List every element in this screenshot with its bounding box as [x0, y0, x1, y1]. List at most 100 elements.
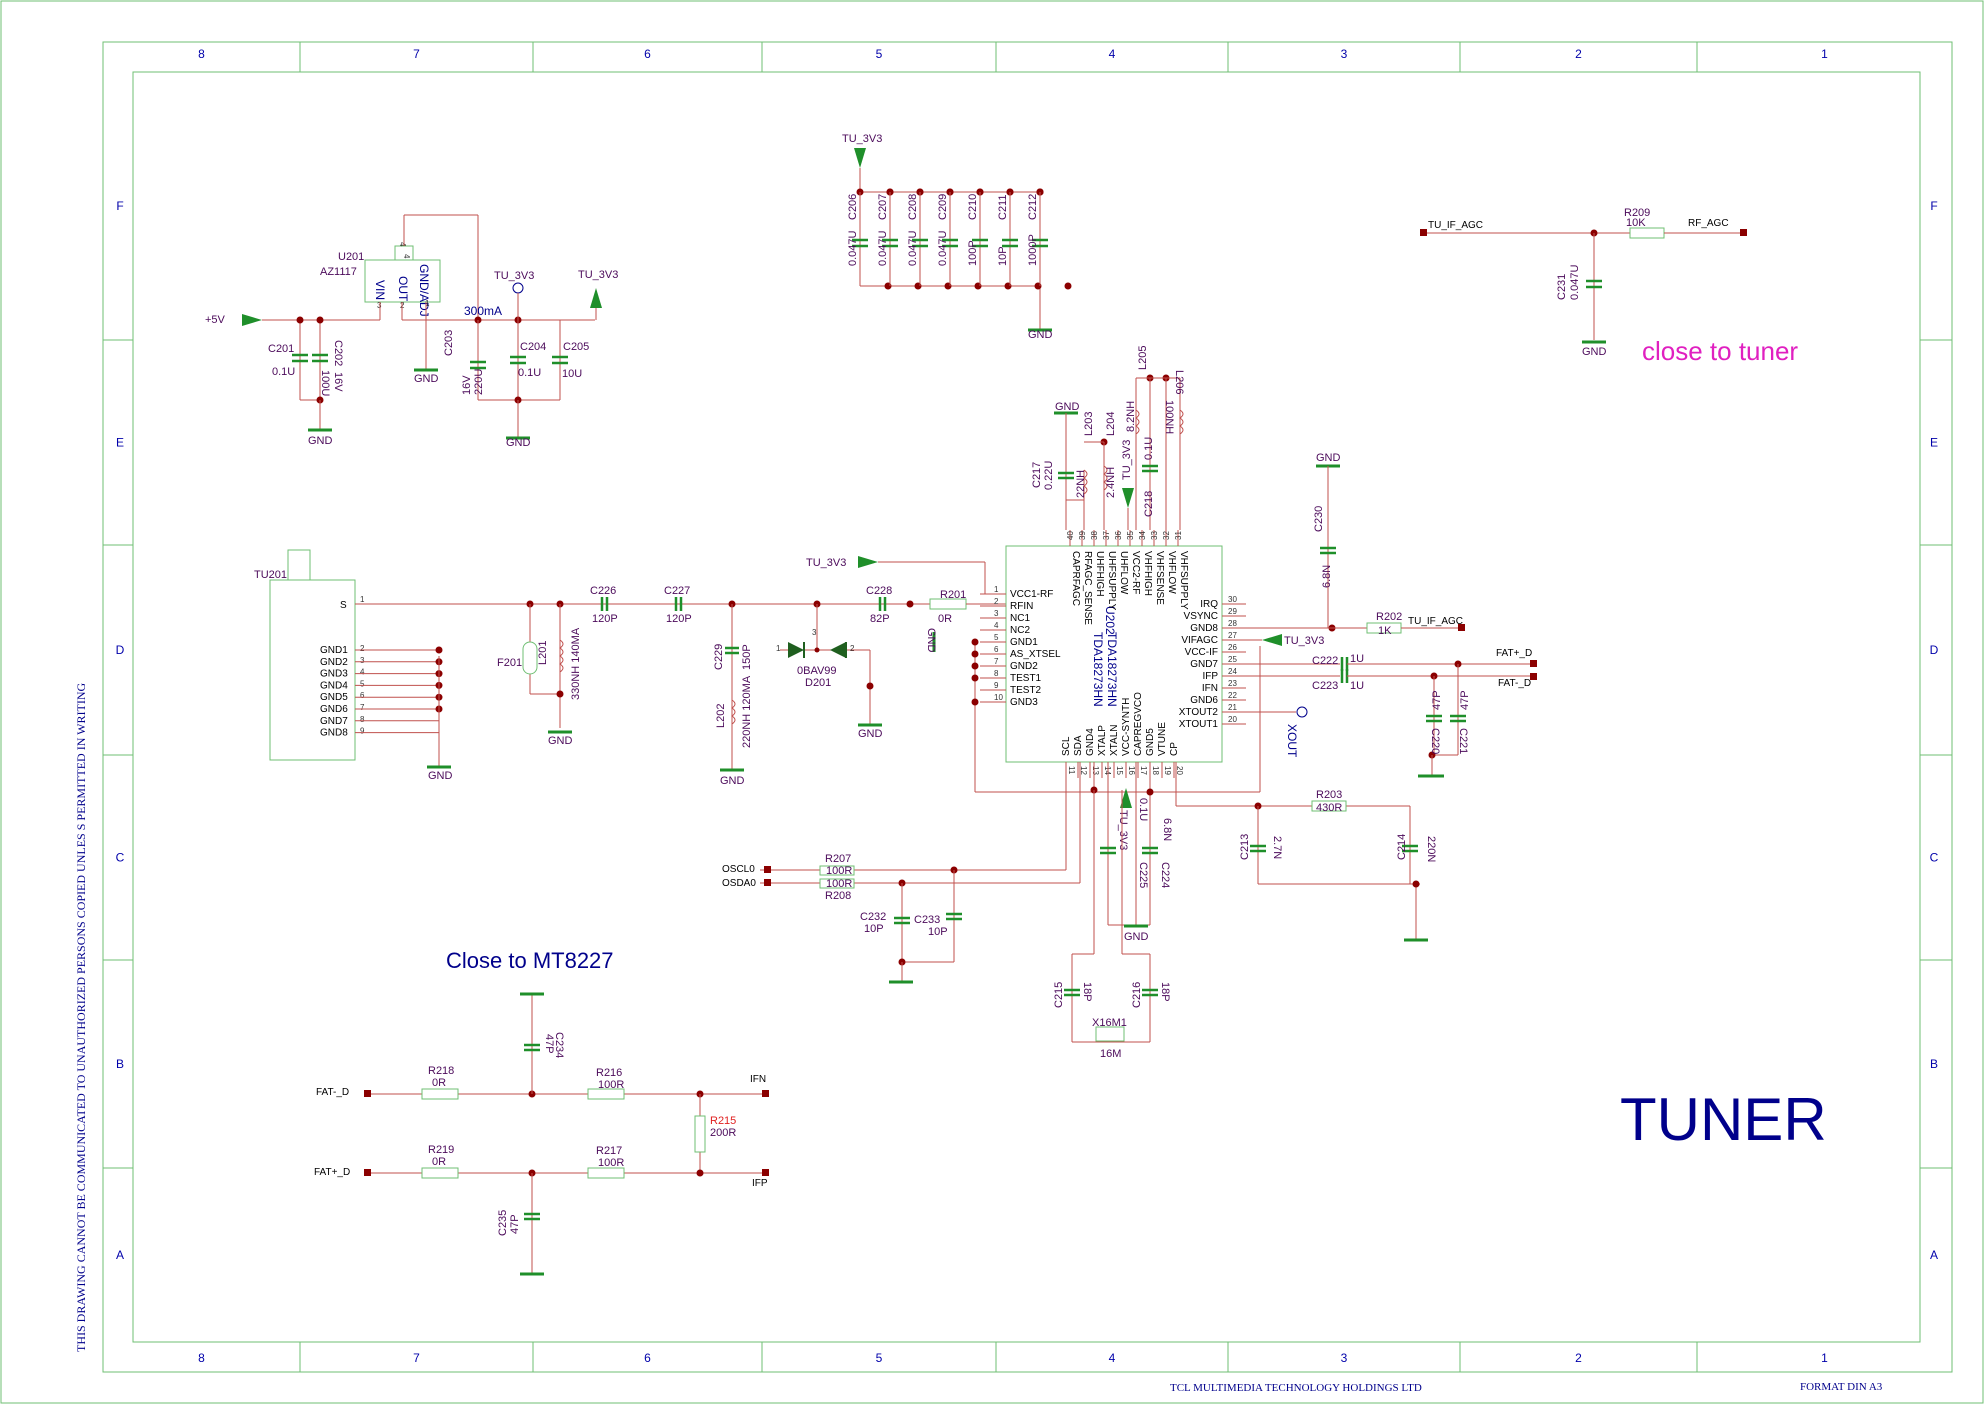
u202-pin-name: UHFLOW	[1118, 551, 1129, 595]
u202-pin-num: 7	[994, 657, 999, 666]
d201-value: 0BAV99	[797, 665, 837, 677]
r215-value: 200R	[710, 1127, 736, 1139]
u202-pin-num: 12	[1079, 766, 1088, 775]
u202-pin-num: 25	[1228, 655, 1237, 664]
c213-value: 2.7N	[1271, 836, 1283, 859]
decoupling-value: 0.047U	[877, 230, 889, 266]
r219-value: 0R	[432, 1156, 446, 1168]
u202-pin-num: 11	[1067, 766, 1076, 775]
f201-ref: F201	[497, 657, 522, 669]
net-ifn: IFN	[750, 1074, 766, 1085]
c229-ref: C229	[713, 644, 725, 670]
port-ifp[interactable]	[762, 1169, 769, 1176]
u202-pin-name: AS_XTSEL	[1010, 649, 1061, 660]
u202-pin-name: TEST1	[1010, 673, 1042, 684]
l204-value: 2.4NH	[1105, 467, 1117, 498]
c225-ref: C225	[1137, 862, 1149, 888]
port-fat-minus[interactable]	[1530, 673, 1537, 680]
tu201-pin-name: GND6	[320, 704, 348, 715]
net-tu3v3: TU_3V3	[1117, 810, 1129, 850]
u202-pin-num: 6	[994, 645, 999, 654]
test-point-icon	[512, 282, 524, 294]
power-arrow-icon	[1262, 634, 1282, 646]
r219-ref: R219	[428, 1144, 454, 1156]
net-tu3v3: TU_3V3	[1121, 440, 1133, 480]
f201-l201: F201 L201 330NH 140MA GND	[497, 600, 582, 747]
rf-input-chain: C226 120P C227 120P C228 82P R201 0R C22…	[590, 585, 1006, 787]
u202-pin-num: 31	[1174, 531, 1183, 540]
c232-value: 10P	[864, 923, 884, 935]
u202-pin-name: VSYNC	[1184, 611, 1218, 622]
decoupling-value: 10P	[997, 246, 1009, 266]
u202-bottom-passives: OSCL0 OSDA0 R207 100R 100R R208 C232 10P…	[722, 762, 1437, 1060]
power-arrow-icon	[854, 148, 866, 168]
grid-col-label: 4	[1109, 1351, 1116, 1365]
r209-value: 10K	[1626, 217, 1646, 229]
decoupling-value: 0.047U	[847, 230, 859, 266]
grid-row-label: B	[116, 1057, 124, 1071]
gnd-label: GND	[720, 775, 745, 787]
u202-pin-name: VHFSUPPLY	[1178, 551, 1189, 610]
l206-value: 100NH	[1163, 400, 1175, 434]
decoupling-ref: C209	[937, 194, 949, 220]
u202-pin-num: 8	[994, 669, 999, 678]
c205-ref: C205	[563, 341, 589, 353]
u202-pin-name: VHFHIGH	[1142, 551, 1153, 596]
net-5v: +5V	[205, 314, 226, 326]
d201-pin2: 2	[850, 644, 855, 653]
l201-value: 330NH 140MA	[570, 627, 582, 700]
c216-ref: C216	[1131, 982, 1143, 1008]
u202-pin-num: 34	[1138, 531, 1147, 540]
port-fat-minus-2[interactable]	[364, 1090, 371, 1097]
u202-pin-num: 26	[1228, 643, 1237, 652]
decoupling-ref: C207	[877, 194, 889, 220]
port-fat-plus-2[interactable]	[364, 1169, 371, 1176]
x16m1-ref: X16M1	[1092, 1017, 1127, 1029]
u201-pin1: 1	[425, 299, 430, 308]
u202-pin-name: CAPREGVCO	[1133, 692, 1144, 756]
gnd-label: GND	[414, 373, 439, 385]
r217-value: 100R	[598, 1157, 624, 1169]
u202-pin-name: VCC-SYNTH	[1121, 698, 1132, 756]
u201-adj: GND/ADJ	[417, 264, 431, 317]
u202-pin-num: 2	[994, 597, 999, 606]
net-ifp: IFP	[752, 1178, 768, 1189]
c221-value: 47P	[1459, 690, 1471, 710]
tu201-pin-num: 9	[360, 727, 365, 736]
tu201-pin-num: 4	[360, 668, 365, 677]
port-tu-if-agc-2[interactable]	[1458, 624, 1465, 631]
net-tu3v3: TU_3V3	[806, 557, 846, 569]
l203-ref: L203	[1083, 412, 1095, 436]
confidential-note: THIS DRAWING CANNOT BE COMMUNICATED TO U…	[74, 683, 88, 1352]
c234-ref: C234	[553, 1032, 565, 1058]
d201-pin3: 3	[812, 628, 817, 637]
u202-pin-num: 20	[1175, 766, 1184, 775]
port-tu-if-agc[interactable]	[1420, 229, 1427, 236]
l205-value: 8.2NH	[1125, 401, 1137, 432]
net-fat-plus-2: FAT+_D	[314, 1167, 350, 1178]
u202-pin-name: GND6	[1190, 695, 1218, 706]
port-oscl0[interactable]	[764, 866, 771, 873]
port-osda0[interactable]	[764, 879, 771, 886]
if-agc-section: TU_IF_AGC R209 10K RF_AGC C231 0.047U GN…	[1420, 207, 1747, 358]
port-rf-agc[interactable]	[1740, 229, 1747, 236]
c229-value: 150P	[741, 644, 753, 670]
zone-border	[102, 41, 1953, 1373]
decoupling-section: TU_3V3 GND C2060.047UC2070.047UC2080.047…	[842, 133, 1072, 341]
port-fat-plus[interactable]	[1530, 660, 1537, 667]
port-ifn[interactable]	[762, 1090, 769, 1097]
u202-pin-num: 24	[1228, 667, 1237, 676]
tu201-pin-name: GND1	[320, 645, 348, 656]
c226-value: 120P	[592, 613, 618, 625]
c232-ref: C232	[860, 911, 886, 923]
grid-col-label: 6	[644, 1351, 651, 1365]
u202-pin-name: IFP	[1202, 671, 1218, 682]
gnd-label: GND	[1582, 346, 1607, 358]
u202-pin-name: CP	[1169, 742, 1180, 756]
tu201-pin-name: GND3	[320, 669, 348, 680]
u202-pin-name: CAPRFAGC	[1070, 551, 1081, 606]
c201-value: 0.1U	[272, 366, 295, 378]
